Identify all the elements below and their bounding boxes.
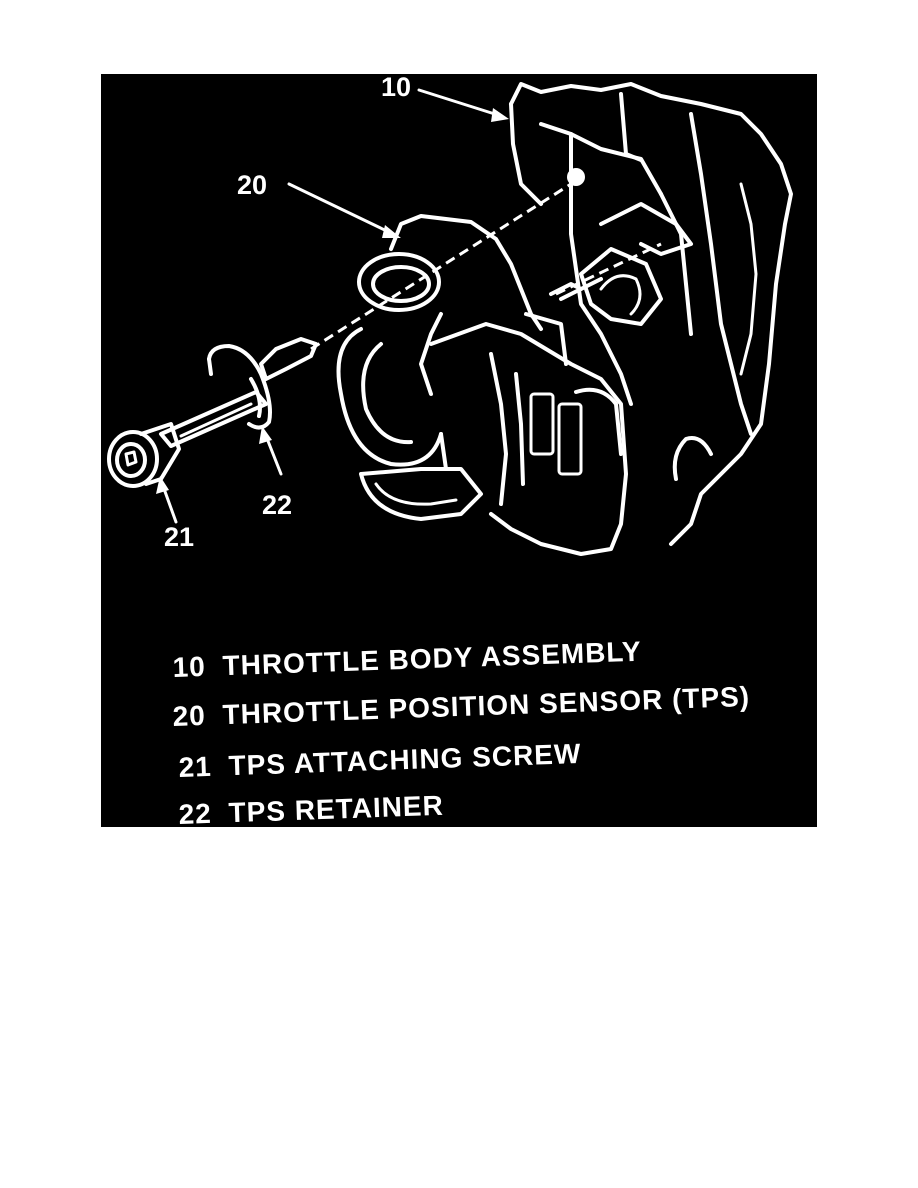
legend-item-22: 22 TPS RETAINER <box>178 790 444 827</box>
legend-item-20: 20 THROTTLE POSITION SENSOR (TPS) <box>172 681 750 732</box>
throttle-position-sensor <box>336 214 628 556</box>
tps-attaching-screw <box>107 337 318 488</box>
legend-item-21: 21 TPS ATTACHING SCREW <box>178 738 582 783</box>
callout-21: 21 <box>164 522 194 552</box>
legend-text: TPS ATTACHING SCREW <box>228 738 582 781</box>
legend-number: 10 <box>172 651 206 683</box>
legend-text: THROTTLE BODY ASSEMBLY <box>222 636 642 682</box>
leader-arrows <box>156 88 509 524</box>
diagram-drawing: 10 20 21 22 10 THROTTLE BODY ASSEMBLY 20… <box>107 74 793 827</box>
alignment-lines <box>310 182 662 351</box>
legend-text: THROTTLE POSITION SENSOR (TPS) <box>222 681 751 730</box>
legend-number: 22 <box>178 798 212 827</box>
legend: 10 THROTTLE BODY ASSEMBLY 20 THROTTLE PO… <box>172 636 750 827</box>
callout-20: 20 <box>237 170 267 200</box>
throttle-body-assembly <box>509 82 793 546</box>
callout-10: 10 <box>381 74 411 102</box>
legend-number: 20 <box>172 700 206 732</box>
legend-text: TPS RETAINER <box>228 790 444 827</box>
diagram-figure: 10 20 21 22 10 THROTTLE BODY ASSEMBLY 20… <box>101 74 817 827</box>
callout-22: 22 <box>262 490 292 520</box>
legend-number: 21 <box>178 751 212 783</box>
legend-item-10: 10 THROTTLE BODY ASSEMBLY <box>172 636 642 683</box>
